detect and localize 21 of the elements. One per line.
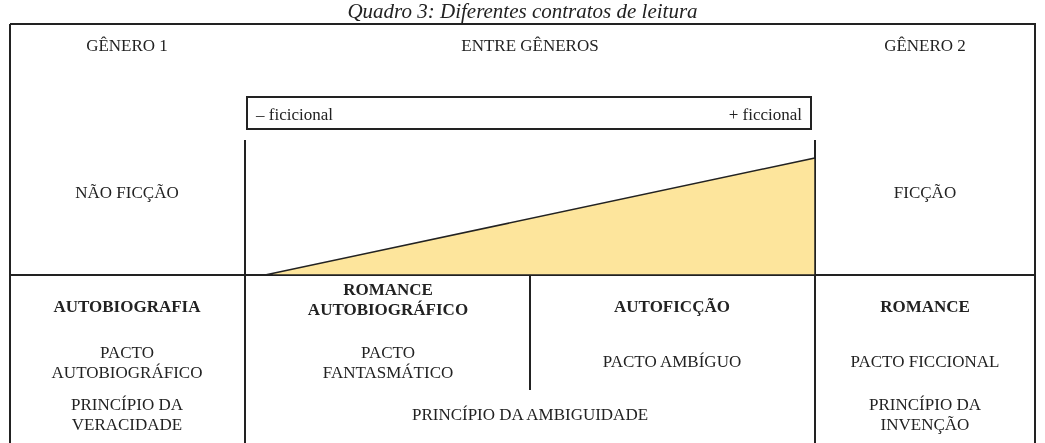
row-label: FICÇÃO — [892, 183, 958, 203]
pact-label: PACTO AMBÍGUO — [601, 352, 743, 372]
scale-end-label: – ficicional — [256, 105, 333, 125]
scale-box — [246, 96, 812, 130]
pact-label: PACTO FANTASMÁTICO — [321, 343, 455, 383]
column-heading: GÊNERO 2 — [883, 36, 967, 56]
rising-triangle — [264, 157, 816, 276]
scale-end-label: + ficcional — [728, 105, 802, 125]
genre-heading: AUTOBIOGRAFIA — [52, 297, 202, 317]
genre-heading: ROMANCE AUTOBIOGRÁFICO — [306, 280, 470, 320]
pact-label: PACTO FICCIONAL — [849, 352, 1001, 372]
column-heading: GÊNERO 1 — [85, 36, 169, 56]
genre-heading: AUTOFICÇÃO — [613, 297, 731, 317]
principle-label: PRINCÍPIO DA AMBIGUIDADE — [410, 405, 650, 425]
row-label: NÃO FICÇÃO — [74, 183, 180, 203]
title: Quadro 3: Diferentes contratos de leitura — [346, 0, 699, 22]
pact-label: PACTO AUTOBIOGRÁFICO — [50, 343, 204, 383]
column-heading: ENTRE GÊNEROS — [460, 36, 600, 56]
principle-label: PRINCÍPIO DA VERACIDADE — [70, 395, 184, 435]
genre-heading: ROMANCE — [879, 297, 971, 317]
principle-label: PRINCÍPIO DA INVENÇÃO — [868, 395, 982, 435]
